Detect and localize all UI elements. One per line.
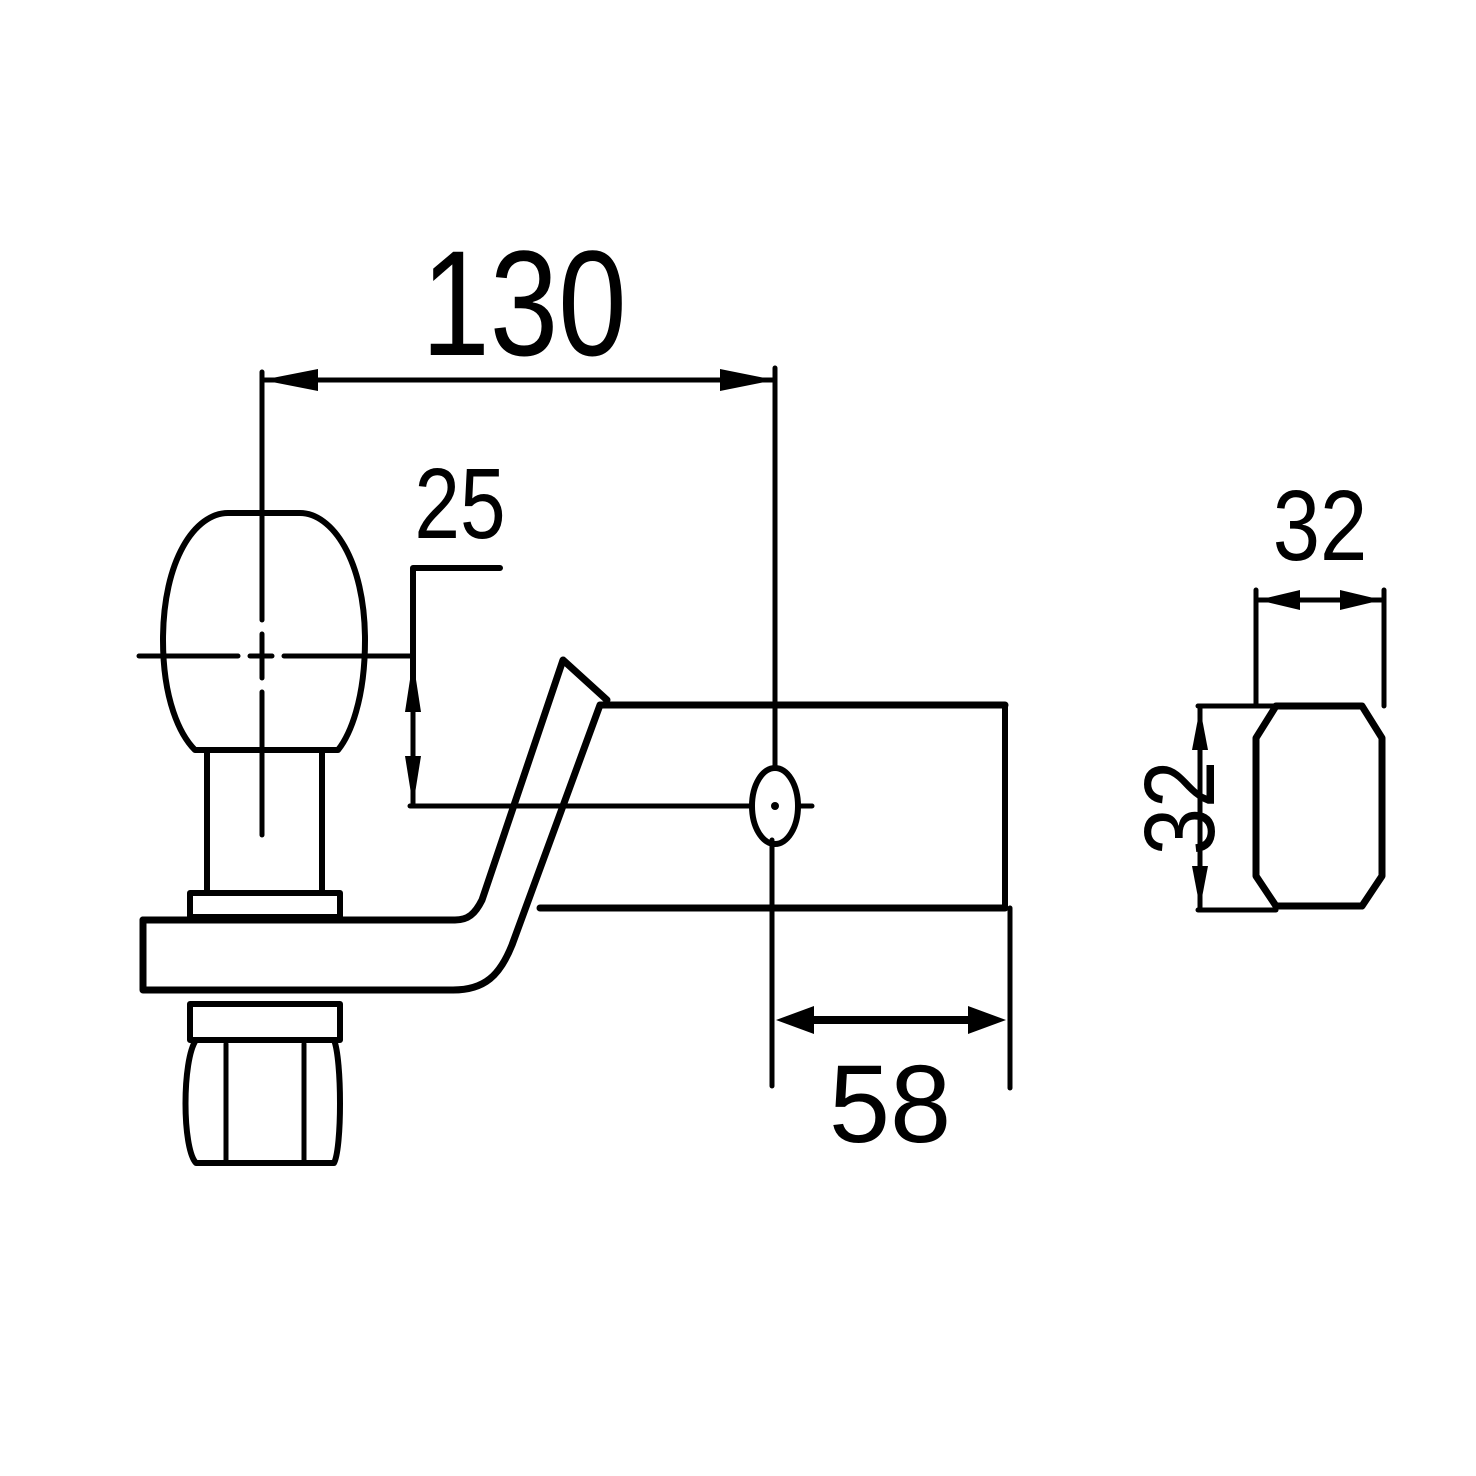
dimension-32-height: 32 — [1123, 703, 1236, 913]
dimension-58: 58 — [769, 837, 1013, 1166]
ball-neck — [187, 749, 343, 920]
dimension-58-label: 58 — [829, 1043, 951, 1166]
drop-arm — [139, 656, 1009, 994]
tow-ball — [160, 510, 368, 753]
dimension-130: 130 — [259, 220, 778, 771]
dimension-32-width-label: 32 — [1273, 469, 1368, 581]
dimension-32-width: 32 — [1253, 469, 1387, 709]
shank-cross-section — [1195, 702, 1386, 913]
dimension-32-height-label: 32 — [1123, 761, 1235, 856]
dimension-25: 25 — [405, 448, 755, 809]
dimension-25-label: 25 — [414, 448, 505, 560]
ball-centerlines — [136, 369, 413, 838]
hex-nut — [182, 1001, 343, 1166]
pin-hole — [749, 765, 815, 847]
dimension-130-label: 130 — [421, 220, 626, 387]
